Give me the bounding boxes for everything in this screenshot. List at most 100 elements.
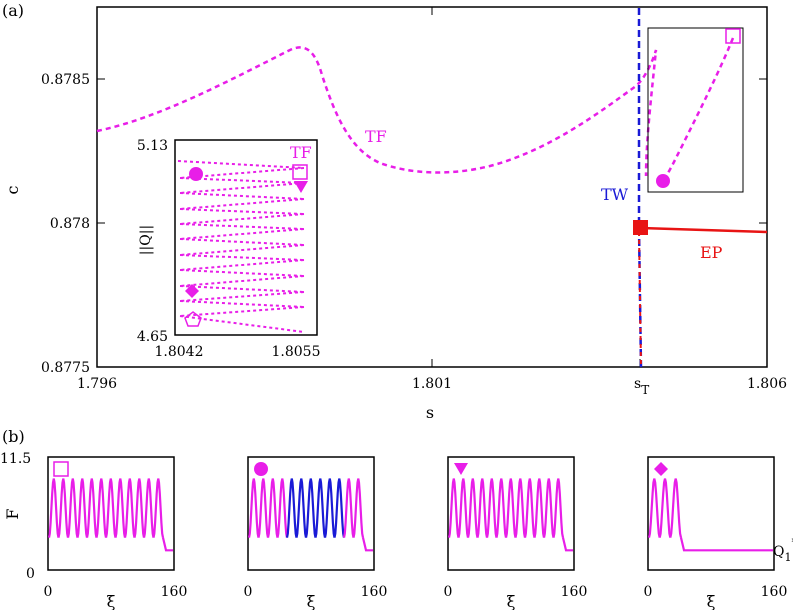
f-wave <box>669 478 683 538</box>
f-wave <box>247 478 260 538</box>
ep-curve-lower <box>638 231 642 368</box>
f-panel-frame <box>447 456 575 571</box>
f-wave <box>533 478 546 538</box>
f-wave <box>133 478 146 538</box>
inset-diamond-marker <box>185 284 199 298</box>
inset-filled-circle-marker <box>189 167 203 181</box>
f-baseline <box>679 537 773 552</box>
f-wave <box>266 478 279 538</box>
f-wave <box>95 478 108 538</box>
tf-label: TF <box>365 127 387 146</box>
f-wave <box>552 478 565 538</box>
f-wave <box>276 478 289 538</box>
x-axis-label: s <box>426 403 434 422</box>
x-tick-label: 1.801 <box>412 376 452 392</box>
f-panel-frame <box>247 456 375 571</box>
b-y-label: F <box>3 508 22 519</box>
panel-b-label: (b) <box>2 427 25 446</box>
f-baseline <box>161 537 173 552</box>
inset-triangle-marker <box>294 181 308 193</box>
inset-tf-label: TF <box>290 143 312 162</box>
q1-star-label: Q1* <box>773 536 793 564</box>
y-tick-label: 0.8785 <box>41 72 90 88</box>
f-baseline <box>561 537 573 552</box>
inset-x-right: 1.8055 <box>272 344 321 360</box>
filled-circle-marker <box>656 174 670 188</box>
ep-label: EP <box>700 243 723 262</box>
f-wave <box>66 478 79 538</box>
f-wave <box>514 478 527 538</box>
f-wave <box>152 478 165 538</box>
filled-diamond-marker <box>654 462 668 476</box>
f-wave <box>47 478 60 538</box>
f-wave <box>323 478 336 538</box>
filled-triangle-marker <box>454 463 468 475</box>
f-wave <box>523 478 536 538</box>
f-wave <box>495 478 508 538</box>
xi-tick-right: 160 <box>561 584 588 600</box>
f-wave <box>285 478 298 538</box>
ep-curve <box>640 226 768 234</box>
f-wave <box>295 478 308 538</box>
inset-open-square-marker <box>292 164 308 180</box>
y-tick-label: 0.878 <box>50 216 90 232</box>
f-wave <box>57 478 70 538</box>
zoom-tf-curve <box>659 37 735 184</box>
xi-axis-label: ξ <box>707 592 716 610</box>
xi-tick-right: 160 <box>361 584 388 600</box>
f-wave <box>342 478 355 538</box>
xi-axis-label: ξ <box>307 592 316 610</box>
xi-axis-label: ξ <box>107 592 116 610</box>
zoom-box <box>647 27 744 193</box>
f-wave <box>333 478 346 538</box>
ep-marker-square <box>633 220 648 235</box>
f-wave <box>257 478 270 538</box>
f-wave <box>314 478 327 538</box>
x-tick-label: 1.796 <box>77 376 117 392</box>
f-wave <box>658 478 672 538</box>
f-wave <box>647 478 661 538</box>
inset-x-left: 1.8042 <box>155 344 204 360</box>
f-wave <box>104 478 117 538</box>
inset-y-top: 5.13 <box>137 138 168 154</box>
tf-curve <box>96 46 658 177</box>
open-square-marker <box>725 28 741 44</box>
xi-tick-left: 0 <box>44 584 53 600</box>
b-y-bottom: 0 <box>26 566 35 582</box>
xi-tick-left: 0 <box>244 584 253 600</box>
sT-tick-label: sT <box>634 376 649 397</box>
f-wave <box>476 478 489 538</box>
f-wave <box>485 478 498 538</box>
f-panel-frame <box>47 456 175 571</box>
xi-tick-left: 0 <box>644 584 653 600</box>
y-axis-label: c <box>3 185 22 194</box>
xi-axis-label: ξ <box>507 592 516 610</box>
xi-tick-left: 0 <box>444 584 453 600</box>
small-panels: 0 160 ξ 0 160 ξ 0 160 ξ 0 160 ξ <box>44 456 788 611</box>
f-wave <box>114 478 127 538</box>
tw-label: TW <box>601 185 629 204</box>
open-square-marker <box>53 461 69 477</box>
x-tick-label: 1.806 <box>747 376 787 392</box>
inset-y-label: ||Q|| <box>138 225 154 255</box>
f-wave <box>466 478 479 538</box>
xi-tick-right: 160 <box>761 584 788 600</box>
f-wave <box>76 478 89 538</box>
panel-a-label: (a) <box>2 1 24 20</box>
y-tick-label: 0.8775 <box>41 360 90 376</box>
f-wave <box>352 478 365 538</box>
f-baseline <box>361 537 373 552</box>
f-wave <box>447 478 460 538</box>
f-panel-frame <box>647 456 775 571</box>
b-y-top: 11.5 <box>0 451 31 467</box>
filled-circle-marker <box>254 462 268 476</box>
xi-tick-right: 160 <box>161 584 188 600</box>
f-wave <box>85 478 98 538</box>
f-wave <box>123 478 136 538</box>
f-wave <box>304 478 317 538</box>
f-wave <box>142 478 155 538</box>
f-wave <box>542 478 555 538</box>
f-wave <box>504 478 517 538</box>
inset-y-bottom: 4.65 <box>137 329 168 345</box>
